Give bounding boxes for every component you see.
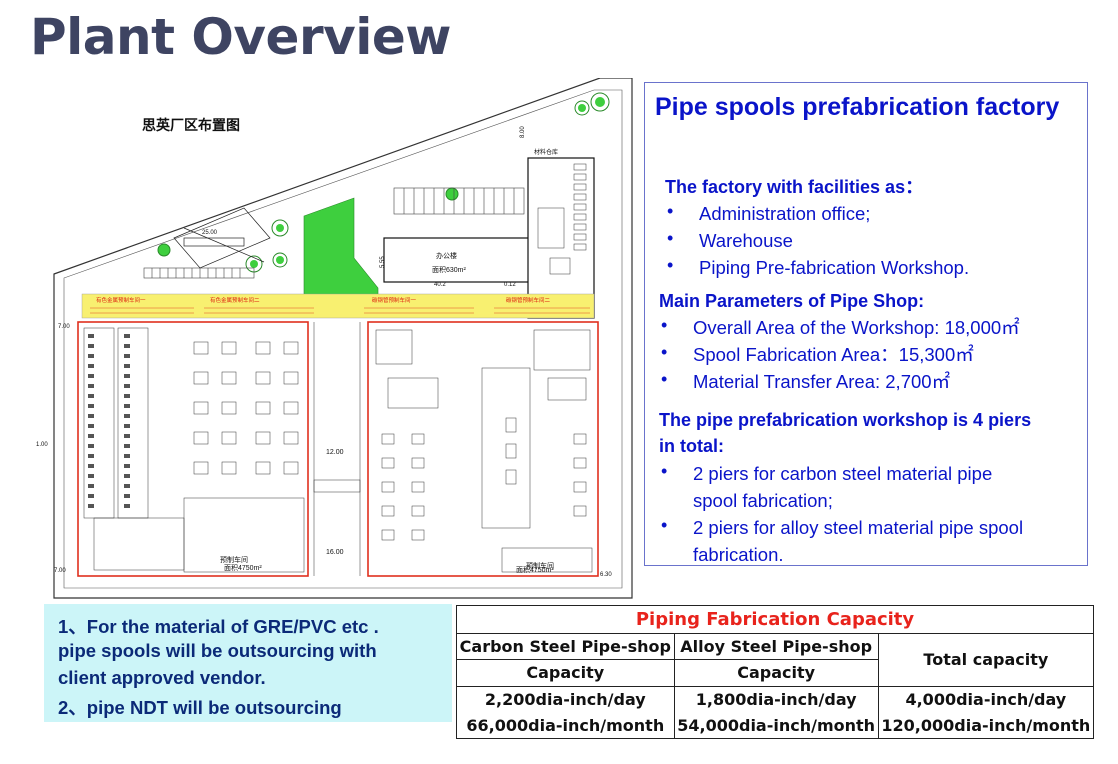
note-line: pipe spools will be outsourcing with xyxy=(58,640,377,661)
param-item: Overall Area of the Workshop: 18,000㎡ xyxy=(693,317,1020,338)
svg-text:1.00: 1.00 xyxy=(36,442,48,448)
svg-text:有色金属预制车间一: 有色金属预制车间一 xyxy=(96,296,146,304)
table-cell: 54,000dia-inch/month xyxy=(673,712,879,740)
svg-text:8.00: 8.00 xyxy=(520,126,526,138)
facilities-heading: The factory with facilities as： xyxy=(665,177,924,197)
bullet-icon: • xyxy=(661,515,668,535)
alloy-steel-header-sub: Capacity xyxy=(673,659,879,687)
bullet-icon: • xyxy=(667,201,674,221)
param-item: Spool Fabrication Area：15,300㎡ xyxy=(693,344,974,365)
page-title: Plant Overview xyxy=(30,8,451,66)
note-line: client approved vendor. xyxy=(58,667,266,688)
bullet-icon: • xyxy=(661,315,668,335)
svg-text:预制车间: 预制车间 xyxy=(526,561,554,570)
svg-text:有色金属预制车间二: 有色金属预制车间二 xyxy=(210,296,260,304)
svg-text:7.00: 7.00 xyxy=(54,568,66,574)
svg-text:碳钢管预制车间一: 碳钢管预制车间一 xyxy=(372,296,417,304)
svg-text:办公楼: 办公楼 xyxy=(436,251,457,260)
factory-title: Pipe spools prefabrication factory xyxy=(655,93,1060,121)
svg-text:0.12: 0.12 xyxy=(504,282,516,288)
notes-box: 1、For the material of GRE/PVC etc . pipe… xyxy=(44,604,452,722)
note-line: 2、pipe NDT will be outsourcing xyxy=(58,697,342,718)
right-workshop-area: 面积4750m² xyxy=(516,565,554,574)
bullet-icon: • xyxy=(667,255,674,275)
svg-text:碳钢管预制车间二: 碳钢管预制车间二 xyxy=(506,296,551,304)
note-line: 1、For the material of GRE/PVC etc . xyxy=(58,616,379,637)
table-cell: 1,800dia-inch/day xyxy=(673,685,879,713)
capacity-table-title: Piping Fabrication Capacity xyxy=(456,604,1094,635)
carbon-steel-header-sub: Capacity xyxy=(456,659,675,687)
table-cell: 120,000dia-inch/month xyxy=(877,712,1095,740)
svg-text:16.00: 16.00 xyxy=(326,549,344,556)
office-area-label: 面积630m² xyxy=(432,265,467,274)
bullet-icon: • xyxy=(661,342,668,362)
bullet-icon: • xyxy=(661,461,668,481)
plan-heading: 思英厂区布置图 xyxy=(142,117,240,134)
params-heading: Main Parameters of Pipe Shop: xyxy=(659,291,925,311)
alloy-steel-header: Alloy Steel Pipe-shop xyxy=(673,633,879,661)
svg-text:7.00: 7.00 xyxy=(58,324,70,330)
svg-text:预制车间: 预制车间 xyxy=(220,555,248,564)
table-cell: 66,000dia-inch/month xyxy=(456,712,675,740)
svg-text:40.2: 40.2 xyxy=(434,282,446,288)
svg-text:5.55: 5.55 xyxy=(380,256,386,268)
bullet-icon: • xyxy=(667,228,674,248)
param-item: Material Transfer Area: 2,700㎡ xyxy=(693,371,951,392)
facility-item: Warehouse xyxy=(699,230,793,251)
capacity-table: Piping Fabrication Capacity Carbon Steel… xyxy=(456,604,1095,740)
svg-text:12.00: 12.00 xyxy=(326,449,344,456)
left-workshop-area: 面积4750m² xyxy=(224,563,262,572)
facility-item: Piping Pre-fabrication Workshop. xyxy=(699,257,970,278)
pier-item-line: 2 piers for carbon steel material pipe xyxy=(693,463,993,484)
bullet-icon: • xyxy=(661,369,668,389)
svg-text:6.30: 6.30 xyxy=(600,572,612,578)
table-cell: 4,000dia-inch/day xyxy=(877,685,1095,713)
carbon-steel-header: Carbon Steel Pipe-shop xyxy=(456,633,675,661)
table-cell: 2,200dia-inch/day xyxy=(456,685,675,713)
svg-text:材料仓库: 材料仓库 xyxy=(534,148,558,156)
pier-item-line: spool fabrication; xyxy=(693,490,833,511)
pier-item-line: fabrication. xyxy=(693,544,784,565)
factory-info-box: Pipe spools prefabrication factory The f… xyxy=(644,82,1088,566)
pier-item-line: 2 piers for alloy steel material pipe sp… xyxy=(693,517,1024,538)
total-capacity-header: Total capacity xyxy=(877,633,1095,687)
piers-heading-cont: in total: xyxy=(659,436,724,456)
piers-heading: The pipe prefabrication workshop is 4 pi… xyxy=(659,410,1032,430)
svg-text:25.00: 25.00 xyxy=(202,230,218,236)
facility-item: Administration office; xyxy=(699,203,871,224)
site-plan-drawing: 思英厂区布置图 25.00 xyxy=(34,78,640,604)
